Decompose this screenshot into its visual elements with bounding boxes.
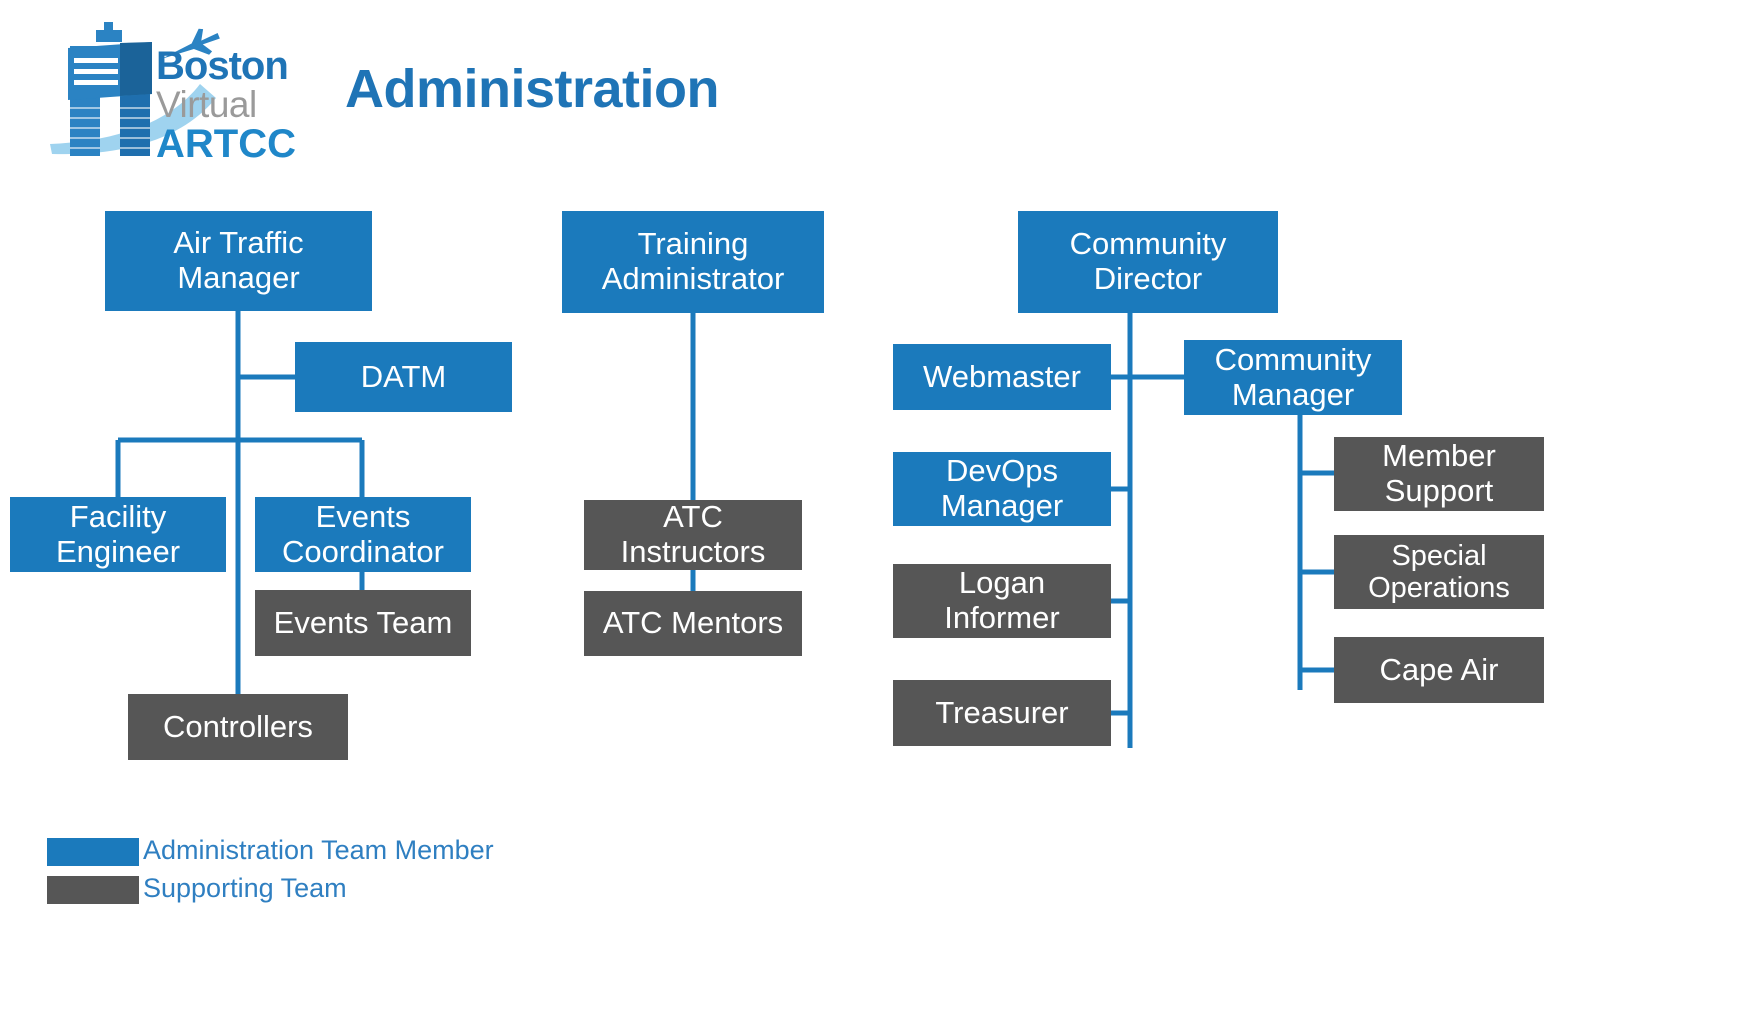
legend-swatch-support [47,876,139,904]
logo-line-virtual: Virtual [156,84,257,125]
node-atc-mentors[interactable]: ATC Mentors [584,591,802,656]
node-facility-engineer[interactable]: Facility Engineer [10,497,226,572]
node-community-manager[interactable]: Community Manager [1184,340,1402,415]
logo-line-artcc: ARTCC [156,122,296,166]
node-community-director[interactable]: Community Director [1018,211,1278,313]
node-datm[interactable]: DATM [295,342,512,412]
logo-line-boston: Boston [156,44,289,88]
node-special-operations[interactable]: Special Operations [1334,535,1544,609]
node-events-team[interactable]: Events Team [255,590,471,656]
node-logan-informer[interactable]: Logan Informer [893,564,1111,638]
legend-label-admin: Administration Team Member [143,835,494,865]
node-atc-instructors[interactable]: ATC Instructors [584,499,802,570]
node-events-coordinator[interactable]: Events Coordinator [255,497,471,572]
node-controllers[interactable]: Controllers [128,694,348,760]
page-title: Administration [345,59,720,119]
node-member-support[interactable]: Member Support [1334,437,1544,511]
bva-logo: Boston Virtual ARTCC [48,22,328,166]
legend-swatch-admin [47,838,139,866]
airplane-icon [161,28,220,59]
node-treasurer[interactable]: Treasurer [893,680,1111,746]
node-air-traffic-manager[interactable]: Air Traffic Manager [105,211,372,311]
node-training-administrator[interactable]: Training Administrator [562,211,824,313]
legend-label-support: Supporting Team [143,873,347,903]
node-devops-manager[interactable]: DevOps Manager [893,452,1111,526]
node-webmaster[interactable]: Webmaster [893,344,1111,410]
node-cape-air[interactable]: Cape Air [1334,637,1544,703]
